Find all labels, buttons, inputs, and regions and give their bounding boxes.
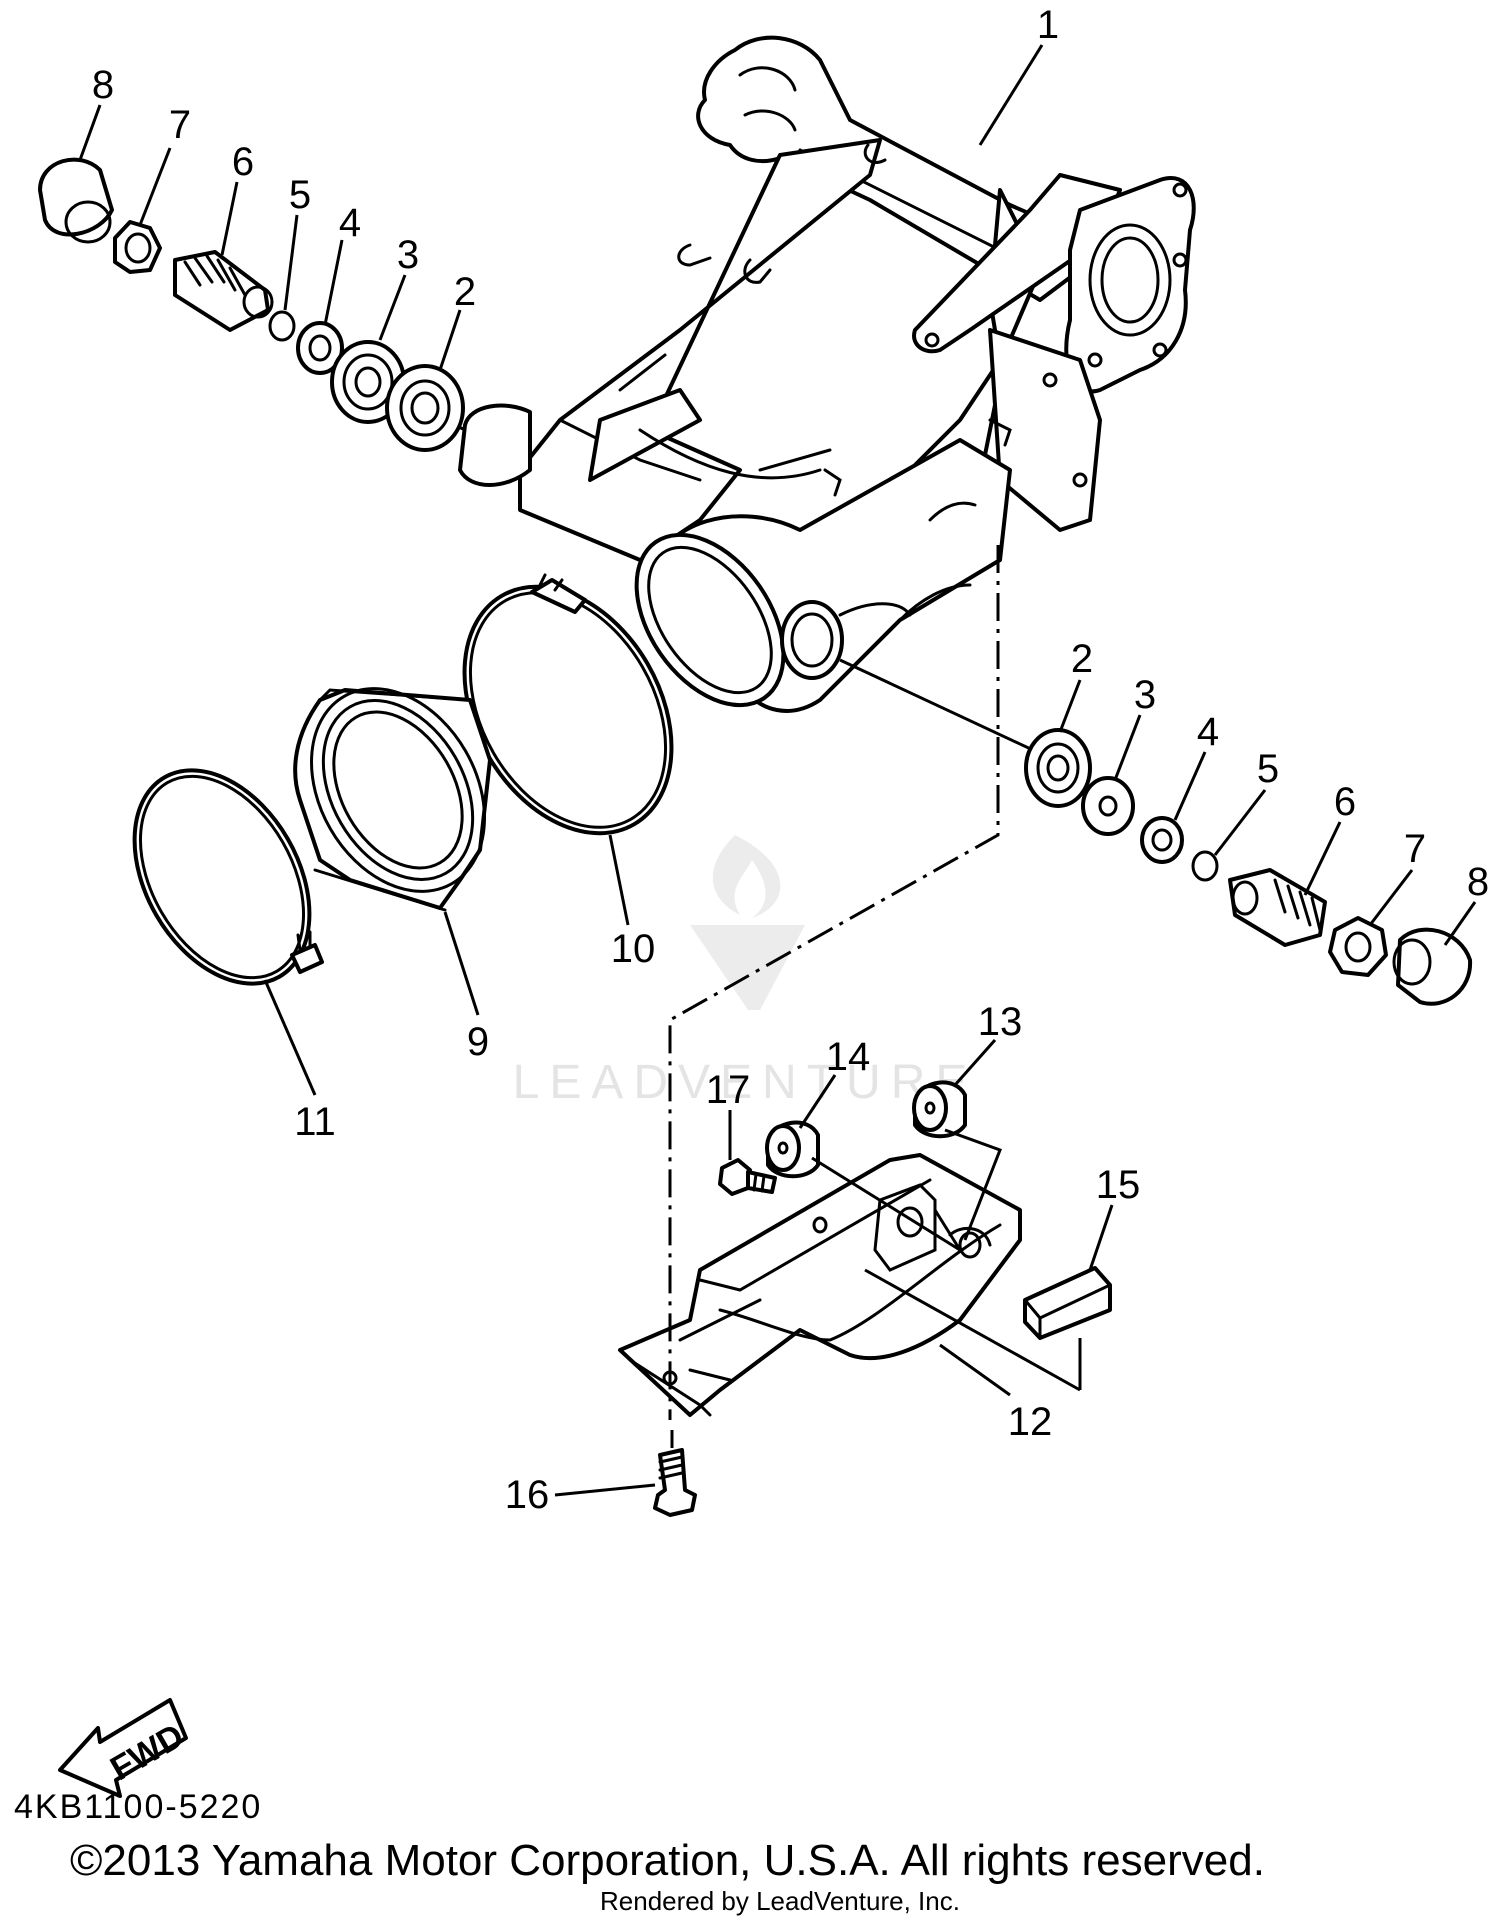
callout-1: 1 — [1037, 3, 1059, 47]
copyright-notice: ©2013 Yamaha Motor Corporation, U.S.A. A… — [70, 1836, 1265, 1885]
callout-8-left: 8 — [92, 63, 114, 107]
bolt-16 — [653, 1448, 697, 1517]
pivot-stack-left — [38, 157, 466, 452]
callout-7-right: 7 — [1404, 827, 1426, 871]
boot-9 — [293, 687, 492, 912]
callout-3-right: 3 — [1134, 673, 1156, 717]
watermark-text: LEADVENTURE — [513, 1056, 978, 1109]
callout-2-right: 2 — [1071, 637, 1093, 681]
oring-5-right — [1191, 850, 1219, 882]
guard-12 — [618, 1153, 1022, 1417]
callout-4-right: 4 — [1197, 710, 1219, 754]
leadventure-watermark: LEADVENTURE — [513, 835, 978, 1109]
cap-8-left — [38, 157, 114, 244]
callout-6-left: 6 — [232, 140, 254, 184]
diagram-code: 4KB1100-5220 — [14, 1788, 263, 1826]
callout-3-left: 3 — [397, 233, 419, 277]
callout-5-left: 5 — [289, 173, 311, 217]
callout-11: 11 — [294, 1100, 336, 1144]
clamp-10 — [462, 573, 674, 836]
callout-8-right: 8 — [1467, 860, 1489, 904]
pivot-bolt-6-left — [173, 250, 274, 332]
callout-16: 16 — [505, 1473, 550, 1517]
callout-5-right: 5 — [1257, 747, 1279, 791]
callout-7-left: 7 — [169, 103, 191, 147]
washer-3-right — [1081, 776, 1135, 836]
bolt-17 — [718, 1158, 777, 1196]
callout-2-left: 2 — [454, 270, 476, 314]
callout-14: 14 — [826, 1035, 871, 1079]
callout-4-left: 4 — [339, 201, 361, 245]
fwd-arrow-icon: FWD — [58, 1698, 190, 1798]
callout-17: 17 — [706, 1068, 751, 1112]
pivot-stack-right — [839, 658, 1473, 1006]
callout-labels: 1 2 3 4 5 6 7 8 2 3 4 5 6 7 8 9 10 11 12… — [92, 3, 1489, 1517]
nut-7-left — [113, 220, 162, 274]
seal-2-left — [385, 364, 465, 452]
oring-5-left — [268, 310, 296, 342]
seal-2-right — [1024, 728, 1092, 808]
callout-15: 15 — [1096, 1163, 1141, 1207]
cap-8-right — [1392, 927, 1473, 1006]
damper-13 — [912, 1080, 967, 1139]
callout-13: 13 — [978, 1000, 1023, 1044]
callout-6-right: 6 — [1334, 780, 1356, 824]
callout-10: 10 — [611, 927, 656, 971]
callout-9: 9 — [467, 1020, 489, 1064]
pad-15 — [1023, 1266, 1112, 1340]
rendered-by-credit: Rendered by LeadVenture, Inc. — [600, 1886, 960, 1916]
damper-14 — [765, 1120, 820, 1179]
assembly-line-guard — [668, 545, 1000, 1420]
nut-7-right — [1328, 916, 1388, 977]
collar-4-right — [1140, 816, 1184, 864]
swingarm-part-1 — [458, 35, 1196, 713]
pivot-bolt-6-right — [1228, 868, 1327, 947]
clamp-11 — [132, 768, 324, 986]
collar-4-left — [296, 321, 344, 375]
leader-lines — [78, 44, 1477, 1497]
callout-12: 12 — [1008, 1400, 1053, 1444]
